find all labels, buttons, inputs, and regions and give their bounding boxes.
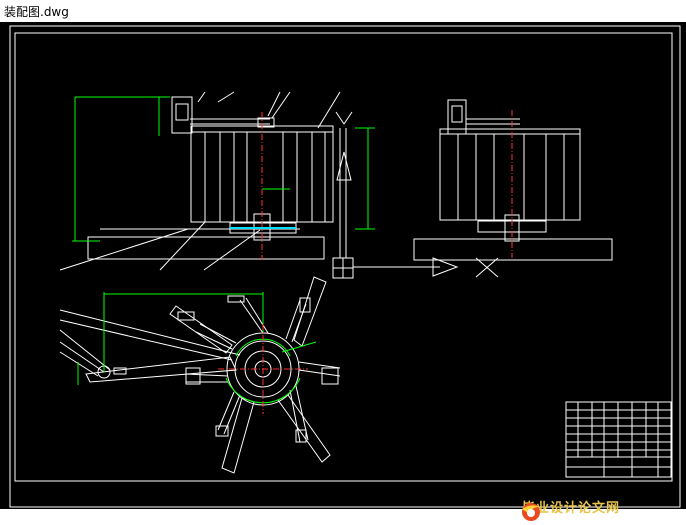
cad-drawing <box>9 25 681 508</box>
top-view-dimensions <box>77 292 317 404</box>
inner-frame <box>14 32 673 482</box>
drawing-canvas[interactable]: 毕业设计论文网 www.56doc.com <box>0 22 686 525</box>
front-view <box>59 91 499 279</box>
outer-frame <box>9 25 681 508</box>
side-view <box>413 99 613 261</box>
watermark-icon <box>522 503 540 521</box>
watermark-logo: 毕业设计论文网 www.56doc.com <box>518 501 680 525</box>
title-block <box>565 401 672 478</box>
top-view <box>59 276 341 474</box>
title-bar: 装配图.dwg <box>0 0 686 22</box>
file-title: 装配图.dwg <box>4 5 69 19</box>
top-view-centerlines <box>218 324 308 414</box>
front-view-dimensions <box>72 96 375 242</box>
